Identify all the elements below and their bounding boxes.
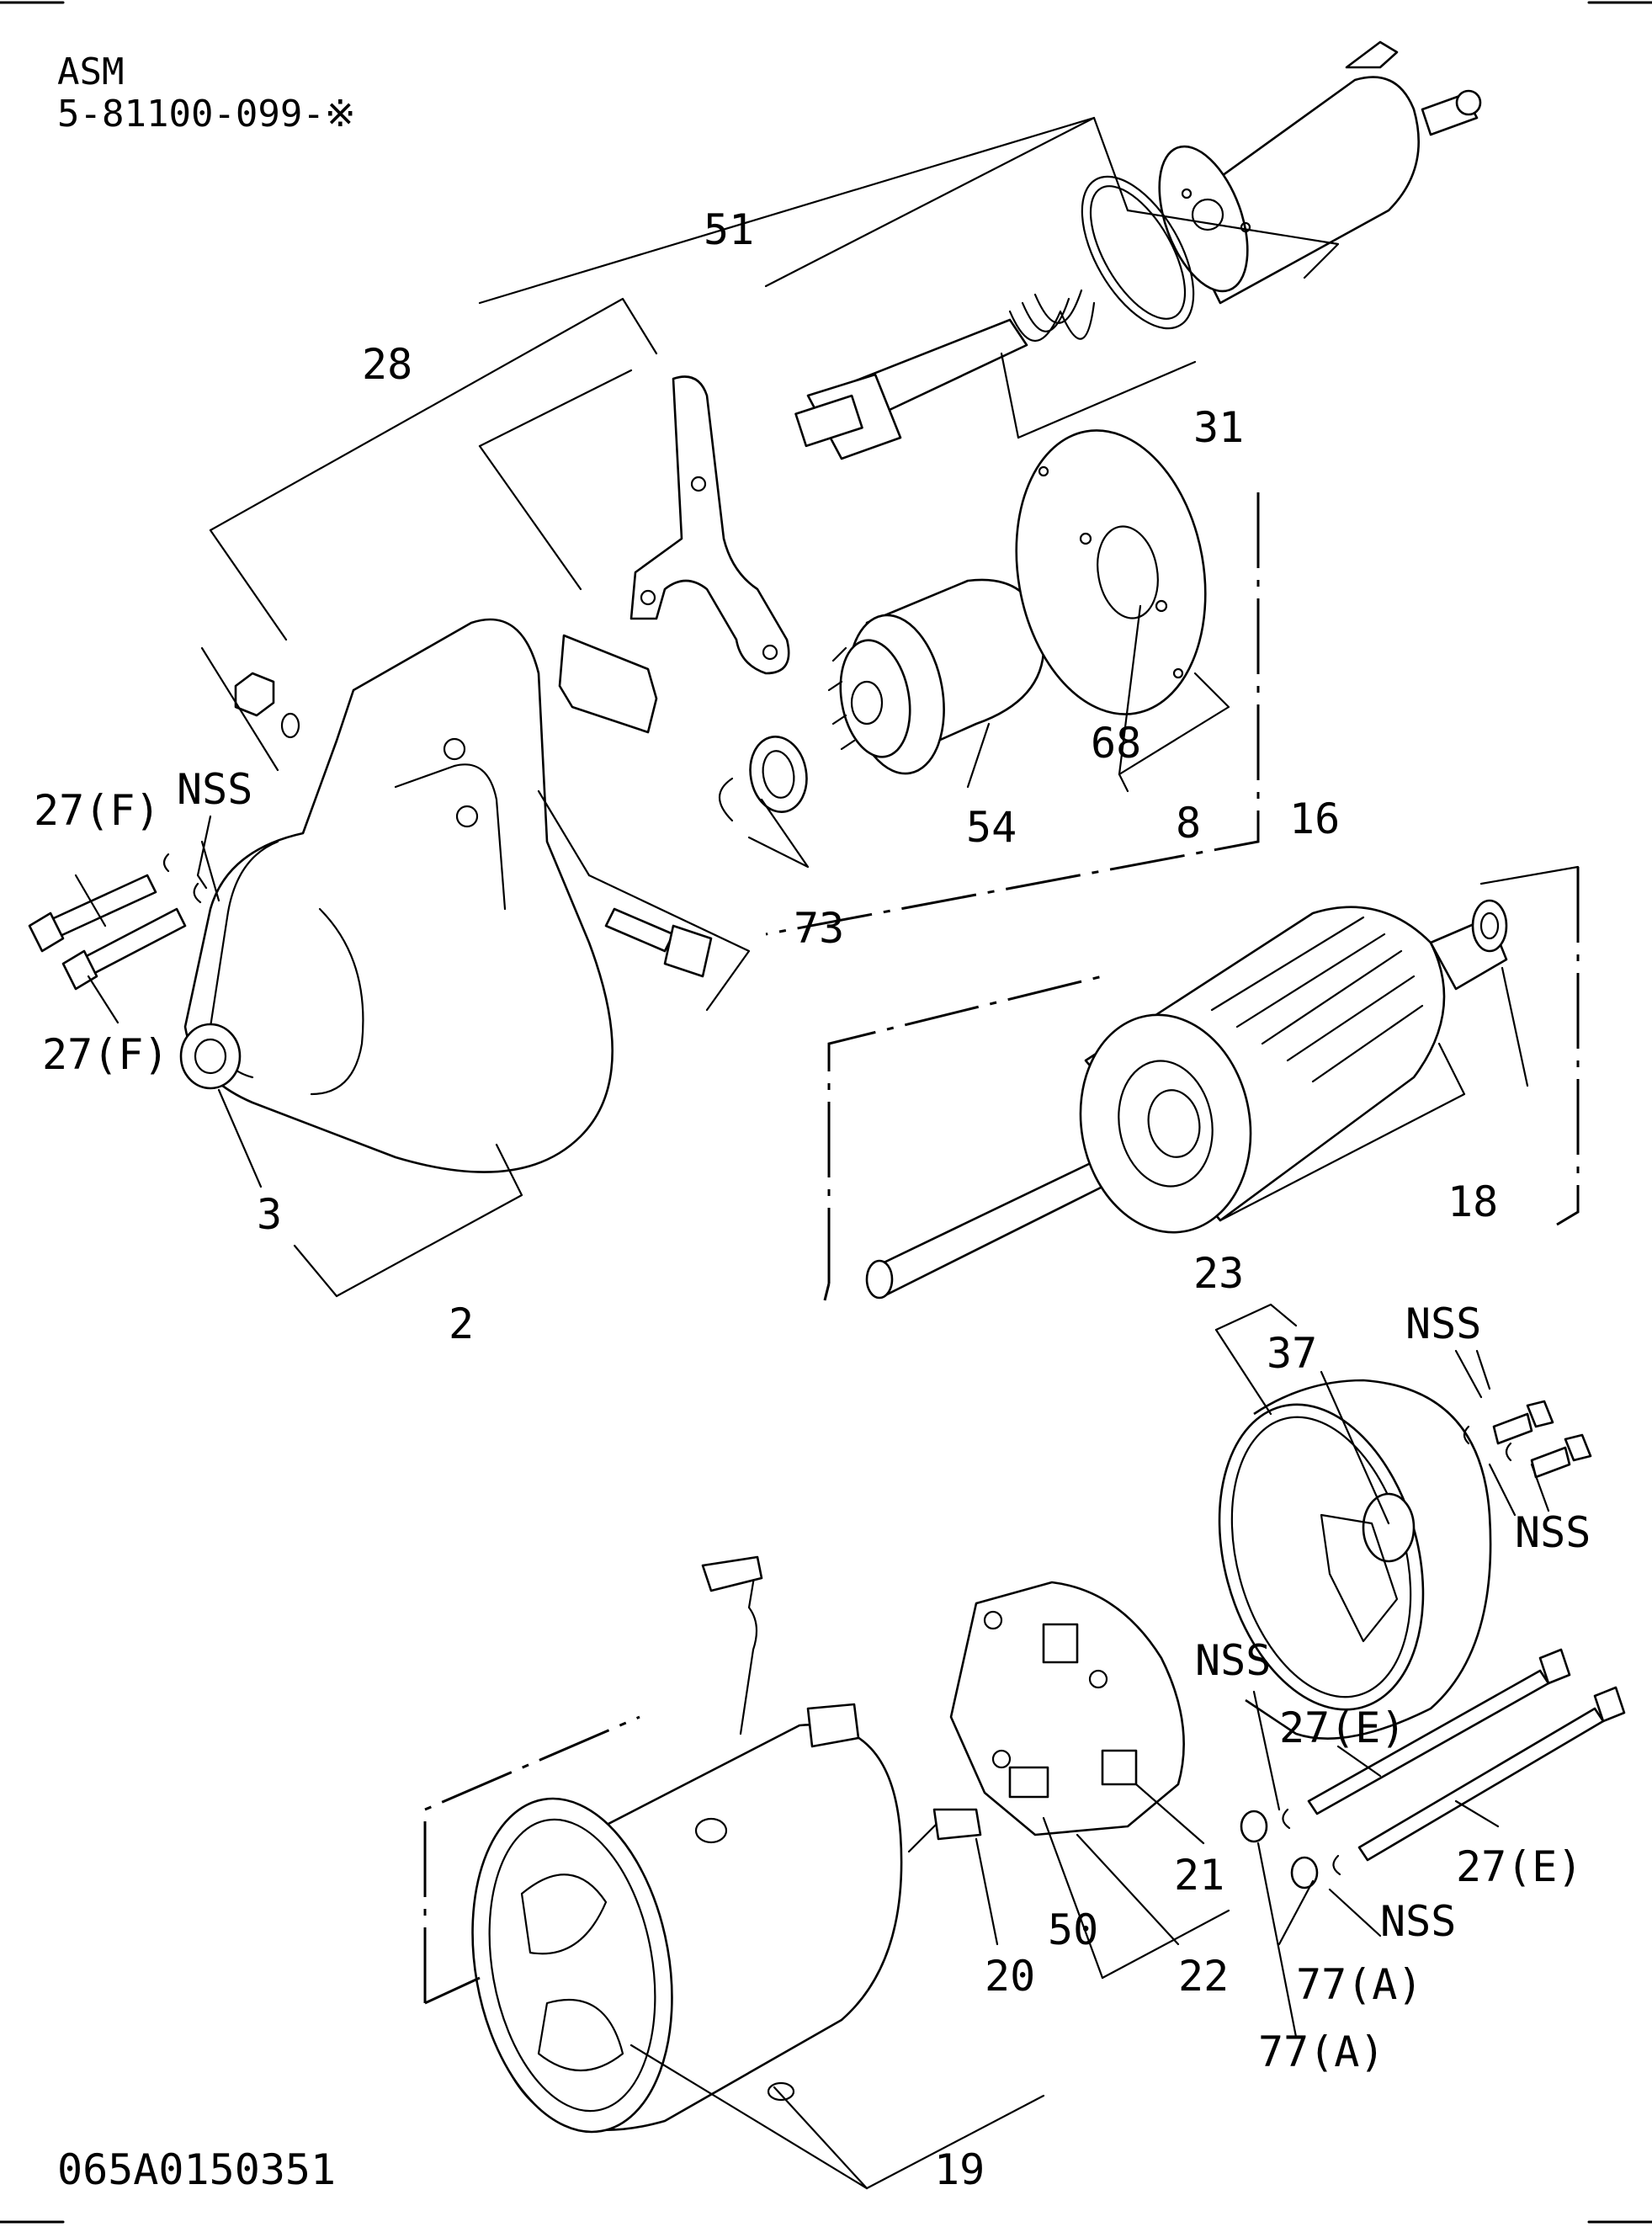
brush-holder-part [949,1581,1185,1836]
assembly-number: 5-81100-099-※ [57,93,356,136]
callout-labels: 51 28 31 68 8 54 73 27(F) NSS 27(F) 16 1… [34,205,1591,2194]
callout-nss-cover-bottom: NSS [1515,1508,1591,1557]
callout-27e-top: 27(E) [1279,1703,1406,1752]
callout-22: 22 [1178,1952,1229,2001]
callout-77a-bottom: 77(A) [1258,2028,1385,2076]
callout-77a-top: 77(A) [1296,1960,1423,2009]
callout-21: 21 [1174,1851,1224,1900]
callout-27f-bottom: 27(F) [42,1030,169,1079]
armature-part [865,899,1508,1300]
yoke-part [471,1724,903,2134]
callout-27f-top: 27(F) [34,786,161,835]
front-housing-part [179,618,614,1173]
callout-nss-bolt-top: NSS [1195,1636,1271,1685]
housing-bolt-part [604,907,713,978]
solenoid-part [794,40,1482,460]
callout-54: 54 [966,803,1017,852]
assembly-label: ASM [57,50,124,93]
through-bolts-e-part [1240,1648,1626,1889]
callout-16: 16 [1289,795,1340,843]
callout-8: 8 [1176,799,1201,848]
callout-37: 37 [1267,1329,1317,1378]
yoke-lead-wire-part [701,1555,982,1853]
leader-lines [74,116,1580,2190]
housing-nut-part [234,672,300,739]
callout-18: 18 [1447,1177,1498,1226]
callout-3: 3 [257,1190,282,1239]
callout-27e-bottom: 27(E) [1456,1842,1583,1891]
rubber-pad-part [558,634,658,734]
callout-50: 50 [1048,1905,1098,1954]
through-bolts-f-part [28,853,202,991]
callout-23: 23 [1193,1249,1244,1298]
callout-2: 2 [449,1300,474,1348]
pinion-clutch-part [827,578,1045,775]
shift-lever-part [629,375,790,675]
callout-19: 19 [934,2145,985,2194]
callout-31: 31 [1193,403,1244,452]
callout-nss-bolt-bottom: NSS [1380,1897,1456,1946]
callout-20: 20 [985,1952,1035,2001]
callout-28: 28 [362,340,412,389]
diagram-code: 065A0150351 [57,2145,336,2194]
callout-51: 51 [704,205,754,254]
thrust-washer-part [1015,429,1207,715]
callout-68: 68 [1091,719,1141,768]
rear-cover-screws-part [1463,1400,1592,1479]
callout-nss-cover-top: NSS [1405,1300,1481,1348]
callout-nss-front: NSS [177,765,252,814]
callout-73: 73 [794,904,844,953]
stop-collar-part [719,736,808,822]
rear-cover-part [1218,1379,1492,1741]
